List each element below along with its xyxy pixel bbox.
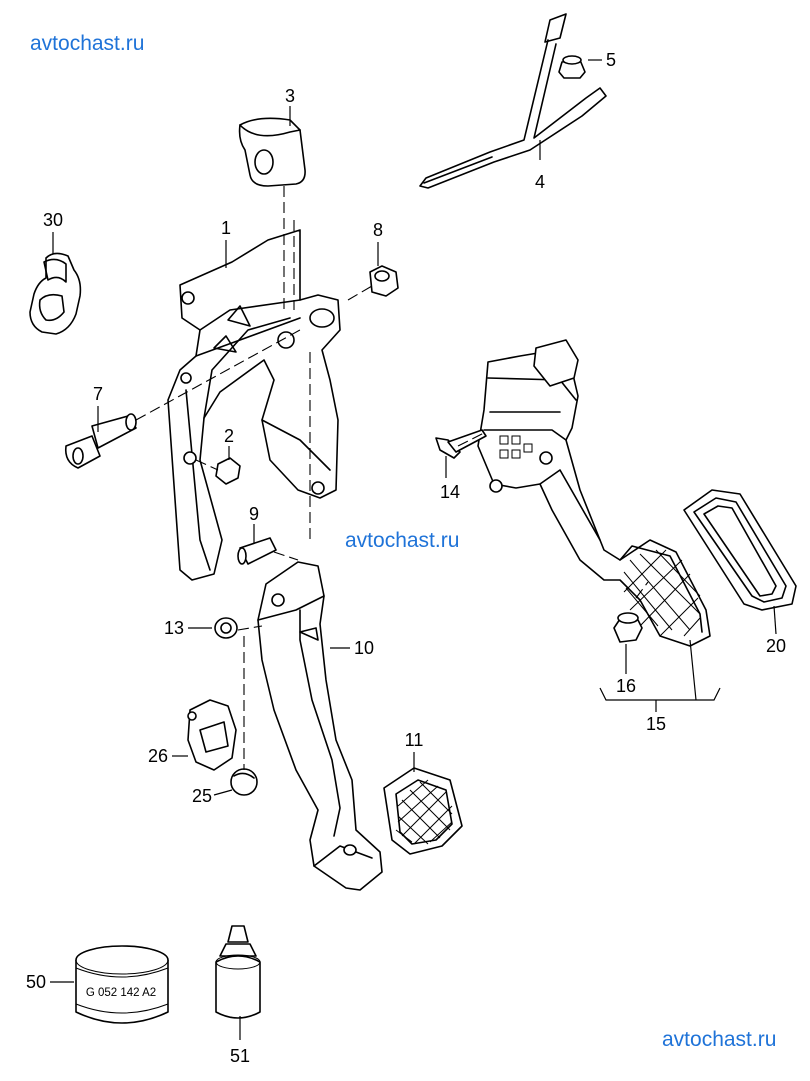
- assembly-dashed-lines: [135, 186, 649, 770]
- leader-lines: [50, 59, 777, 1040]
- callout-11: 11: [405, 730, 424, 750]
- part-9-pin: [237, 537, 277, 565]
- part-25-cap: [230, 768, 258, 796]
- part-51-tube: [215, 925, 261, 1019]
- part-26-bracket: [187, 699, 237, 771]
- part-30-clip: [29, 252, 82, 335]
- callout-1: 1: [221, 218, 231, 238]
- callout-7: 7: [93, 384, 103, 404]
- callout-9: 9: [249, 504, 259, 524]
- callout-50: 50: [26, 972, 46, 992]
- part-8-nut: [369, 265, 399, 297]
- watermark-top-left: avtochast.ru: [30, 32, 145, 55]
- callout-10: 10: [354, 638, 374, 658]
- part-7-pivot-sleeve: [64, 413, 137, 469]
- callout-2: 2: [224, 426, 234, 446]
- callout-30: 30: [43, 210, 63, 230]
- part-50-grease-can: [75, 945, 169, 1024]
- callout-5: 5: [606, 50, 616, 70]
- part-20-accelerator-pad: [683, 489, 797, 611]
- part-13-bushing: [214, 617, 238, 639]
- part-16-stop: [613, 612, 643, 643]
- callout-numbers: 3 5 4 30 1 8 7 2 9 14 13 10 26 25 11 16 …: [26, 50, 786, 1066]
- callout-4: 4: [535, 172, 545, 192]
- part-1-bracket: [167, 229, 341, 581]
- part-4-cable: [419, 13, 607, 189]
- callout-8: 8: [373, 220, 383, 240]
- part-3-bump-stop: [238, 117, 306, 187]
- callout-3: 3: [285, 86, 295, 106]
- callout-20: 20: [766, 636, 786, 656]
- can-label: G 052 142 A2: [86, 987, 156, 999]
- part-15-accelerator-module: [477, 339, 711, 647]
- part-2-nut: [215, 457, 241, 485]
- callout-14: 14: [440, 482, 460, 502]
- callout-15: 15: [646, 714, 666, 734]
- callout-26: 26: [148, 746, 168, 766]
- part-10-clutch-pedal: [257, 561, 383, 891]
- callout-13: 13: [164, 618, 184, 638]
- watermark-center: avtochast.ru: [345, 529, 460, 552]
- part-11-pedal-pad: [383, 767, 463, 855]
- callout-25: 25: [192, 786, 212, 806]
- part-5-clip-nut: [558, 55, 586, 79]
- watermark-bottom-right: avtochast.ru: [662, 1028, 777, 1051]
- callout-51: 51: [230, 1046, 250, 1066]
- callout-16: 16: [616, 676, 636, 696]
